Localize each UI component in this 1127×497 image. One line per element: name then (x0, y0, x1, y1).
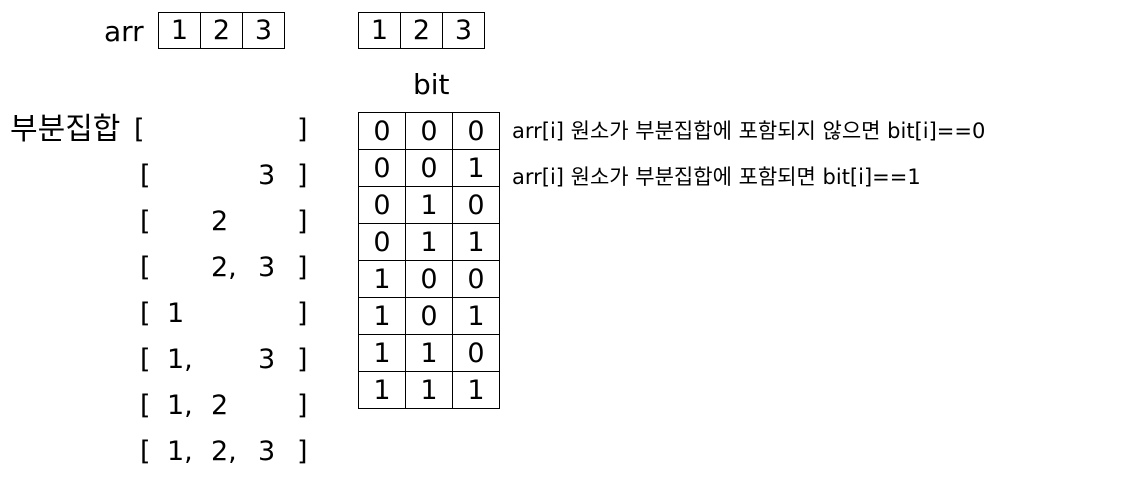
bit-cell: 1 (405, 334, 453, 372)
bit-cell: 1 (405, 223, 453, 261)
open-bracket: [ (140, 390, 151, 421)
subset-row: [1] (0, 292, 330, 336)
open-bracket: [ (140, 298, 151, 329)
bit-cell: 0 (405, 112, 453, 150)
open-bracket: [ (140, 206, 151, 237)
subset-element: 1, (167, 344, 193, 375)
subset-element: 3 (258, 160, 276, 191)
bit-cell: 1 (452, 371, 500, 409)
subset-row: [1, 2] (0, 384, 330, 428)
close-bracket: ] (297, 344, 308, 375)
subset-row: [3] (0, 154, 330, 198)
bit-cell: 0 (358, 112, 406, 150)
arr-label: arr (104, 15, 144, 48)
bit-cell: 1 (358, 297, 406, 335)
close-bracket: ] (297, 436, 308, 467)
close-bracket: ] (297, 114, 308, 145)
subset-row: [1, 3] (0, 338, 330, 382)
bit-cell: 0 (405, 149, 453, 187)
close-bracket: ] (297, 252, 308, 283)
note-excluded: arr[i] 원소가 부분집합에 포함되지 않으면 bit[i]==0 (512, 119, 986, 143)
bit-cell: 0 (358, 149, 406, 187)
bit-cell: 0 (452, 186, 500, 224)
bit-cell: 1 (358, 260, 406, 298)
subset-element: 2 (211, 390, 229, 421)
bit-cell: 1 (452, 149, 500, 187)
bit-cell: 0 (452, 260, 500, 298)
subset-element: 2, (211, 436, 237, 467)
bit-cell: 1 (358, 371, 406, 409)
close-bracket: ] (297, 390, 308, 421)
subset-element: 1, (167, 436, 193, 467)
arr-cell: 1 (158, 12, 201, 49)
subset-row: [2, 3] (0, 246, 330, 290)
open-bracket: [ (140, 344, 151, 375)
bit-label: bit (413, 68, 450, 101)
open-bracket: [ (140, 160, 151, 191)
arr-cell: 3 (242, 12, 285, 49)
open-bracket: [ (140, 436, 151, 467)
subset-element: 2 (211, 206, 229, 237)
open-bracket: [ (140, 252, 151, 283)
bit-index-cell: 3 (442, 12, 485, 49)
close-bracket: ] (297, 160, 308, 191)
subset-element: 3 (258, 252, 276, 283)
arr-cell: 2 (200, 12, 243, 49)
bit-cell: 1 (452, 223, 500, 261)
close-bracket: ] (297, 298, 308, 329)
bit-cell: 1 (405, 371, 453, 409)
bit-cell: 0 (405, 297, 453, 335)
open-bracket: [ (134, 114, 145, 145)
bit-cell: 0 (452, 112, 500, 150)
subset-element: 3 (258, 436, 276, 467)
bit-cell: 1 (405, 186, 453, 224)
arr-array: 1 2 3 (158, 12, 285, 49)
bit-cell: 1 (452, 297, 500, 335)
bit-index-cell: 1 (358, 12, 401, 49)
subset-element: 1 (167, 298, 185, 329)
subset-row: [1, 2, 3] (0, 430, 330, 474)
bit-cell: 0 (452, 334, 500, 372)
bit-index-array: 1 2 3 (358, 12, 485, 49)
subset-element: 1, (167, 390, 193, 421)
subset-element: 2, (211, 252, 237, 283)
subset-row: [] (0, 108, 330, 152)
subset-row: [2] (0, 200, 330, 244)
subset-element: 3 (258, 344, 276, 375)
bit-cell: 0 (358, 186, 406, 224)
note-included: arr[i] 원소가 부분집합에 포함되면 bit[i]==1 (512, 165, 921, 189)
bit-cell: 1 (358, 334, 406, 372)
subset-title: 부분집합 (10, 112, 121, 147)
close-bracket: ] (297, 206, 308, 237)
bit-cell: 0 (358, 223, 406, 261)
bit-index-cell: 2 (400, 12, 443, 49)
bit-cell: 0 (405, 260, 453, 298)
